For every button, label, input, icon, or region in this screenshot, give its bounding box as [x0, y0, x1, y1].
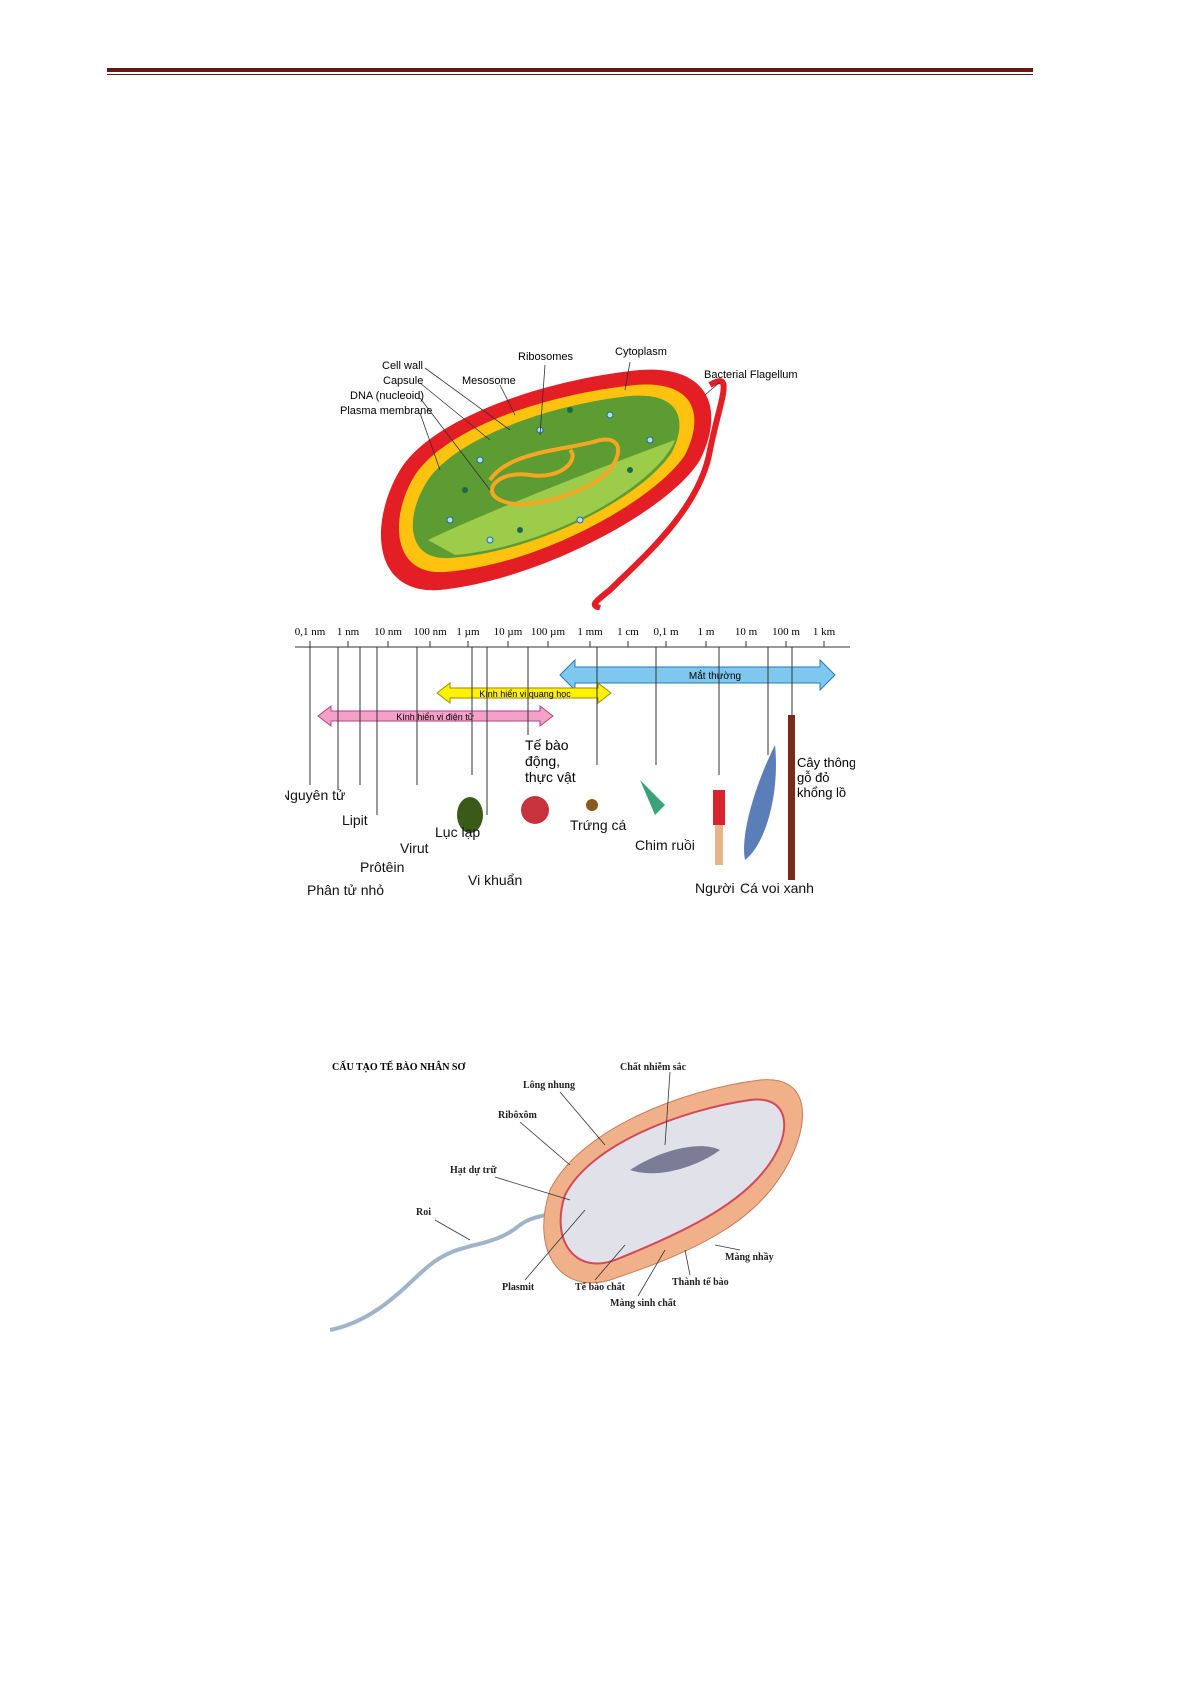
object-lipid: Lipit	[342, 812, 368, 828]
object-atom: Nguyên tử	[285, 787, 345, 803]
label-membrane: Màng sinh chất	[610, 1298, 677, 1309]
scale-label: 1 m	[698, 626, 715, 638]
label-wall: Thành tế bào	[672, 1277, 729, 1288]
label-pili: Lông nhung	[523, 1080, 575, 1091]
label-cytoplasm: Tế bào chất	[575, 1282, 626, 1293]
label-plasma-membrane: Plasma membrane	[340, 405, 432, 417]
scale-label: 1 µm	[456, 626, 480, 638]
bacterial-cell-diagram: Cell wall Capsule DNA (nucleoid) Plasma …	[340, 346, 798, 610]
object-virus: Virut	[400, 840, 429, 856]
label-mesosome: Mesosome	[462, 375, 516, 387]
object-cell: Tế bào động, thực vật	[525, 737, 576, 785]
scale-label: 10 µm	[494, 626, 523, 638]
header-rule-thin	[107, 74, 1033, 75]
label-capsule: Capsule	[383, 375, 423, 387]
scale-label: 0,1 nm	[295, 626, 326, 638]
range-light-microscope: Kính hiển vi quang học	[479, 689, 571, 699]
range-electron-microscope: Kính hiển vi điện tử	[396, 712, 474, 722]
figure3-title: CẤU TẠO TẾ BÀO NHÂN SƠ	[332, 1060, 465, 1073]
label-ribosomes: Ribosomes	[518, 351, 574, 363]
label-plasmid: Plasmit	[502, 1282, 535, 1293]
object-fish-egg: Trứng cá	[570, 817, 627, 833]
label-capsule: Màng nhầy	[725, 1252, 774, 1263]
label-granule: Hạt dự trữ	[450, 1165, 497, 1176]
label-chromatin: Chất nhiễm sắc	[620, 1062, 687, 1073]
size-scale-diagram: 0,1 nm 1 nm 10 nm 100 nm 1 µm 10 µm 100 µm 1 mm…	[285, 615, 855, 930]
object-chloroplast: Lục lạp	[435, 824, 480, 840]
scale-label: 100 µm	[531, 626, 566, 638]
label-cytoplasm: Cytoplasm	[615, 346, 667, 358]
scale-label: 1 cm	[617, 626, 639, 638]
object-redwood: Cây thông gỗ đỏ khổng lồ	[797, 755, 855, 800]
prokaryote-structure-diagram: CẤU TẠO TẾ BÀO NHÂN SƠ Chất nhiễm sắc Lô…	[329, 1060, 803, 1332]
scale-label: 10 nm	[374, 626, 402, 638]
scale-label: 1 nm	[337, 626, 360, 638]
label-ribosome: Ribôxôm	[498, 1110, 538, 1121]
scale-label: 0,1 m	[653, 626, 679, 638]
object-human: Người	[695, 880, 735, 896]
object-protein: Prôtêin	[360, 859, 404, 875]
scale-label: 100 nm	[413, 626, 447, 638]
header-rule	[107, 68, 1033, 72]
range-naked-eye: Mắt thường	[689, 669, 741, 682]
label-dna: DNA (nucleoid)	[350, 390, 424, 402]
label-flagellum: Roi	[416, 1207, 431, 1218]
scale-label: 1 mm	[577, 626, 603, 638]
scale-label: 1 km	[813, 626, 836, 638]
scale-label: 10 m	[735, 626, 758, 638]
object-bacteria: Vi khuẩn	[468, 872, 522, 888]
object-blue-whale: Cá voi xanh	[740, 880, 814, 896]
label-cell-wall: Cell wall	[382, 360, 423, 372]
object-hummingbird: Chim ruồi	[635, 837, 695, 853]
label-flagellum: Bacterial Flagellum	[704, 369, 798, 381]
scale-label: 100 m	[772, 626, 800, 638]
object-small-molecule: Phân tử nhỏ	[307, 882, 384, 898]
